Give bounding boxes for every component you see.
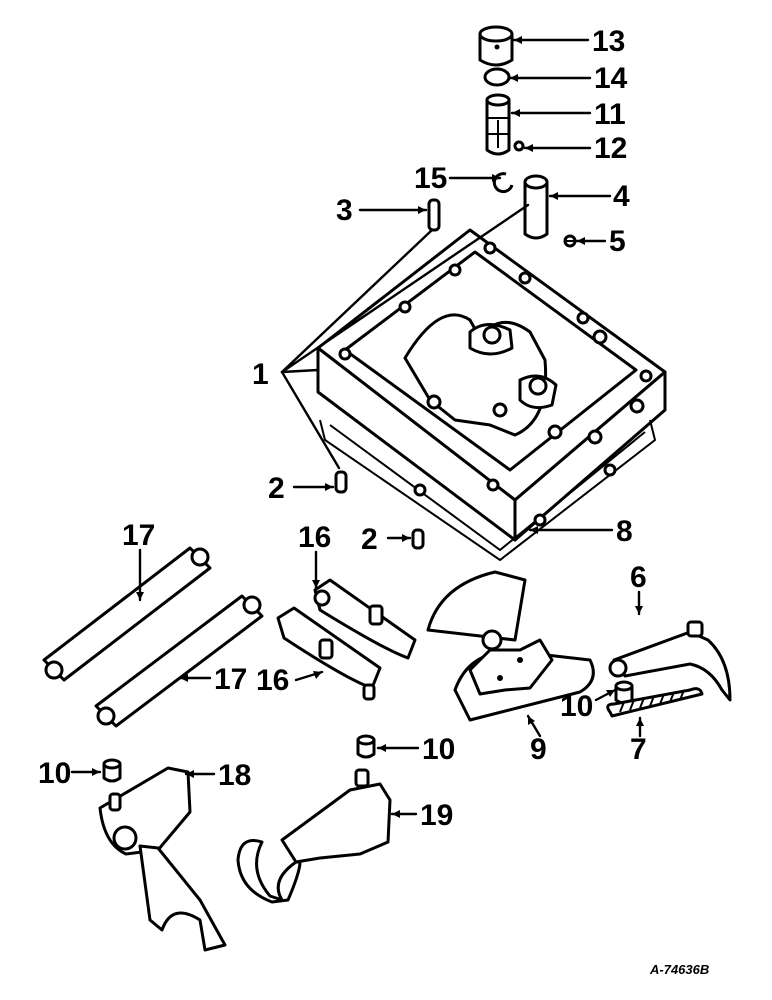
part-2-pin-a xyxy=(334,470,348,494)
part-9-cam-plate xyxy=(426,570,595,722)
callout-8: 8 xyxy=(616,515,633,548)
part-15-snap-ring xyxy=(492,172,514,194)
part-17-link-upper xyxy=(42,546,212,682)
part-3-dowel-pin xyxy=(427,198,441,232)
callout-4: 4 xyxy=(613,180,630,213)
callout-13: 13 xyxy=(592,25,625,58)
callout-2b: 2 xyxy=(361,523,378,556)
callout-7: 7 xyxy=(630,733,647,766)
part-10-bushing-right xyxy=(614,680,634,705)
callout-2a: 2 xyxy=(268,472,285,505)
callout-16-lower: 16 xyxy=(256,664,289,697)
part-16-lever-lower xyxy=(276,606,382,701)
part-2-pin-b xyxy=(411,528,425,550)
part-4-shaft xyxy=(523,174,549,240)
part-13-cap xyxy=(478,25,514,67)
callout-3: 3 xyxy=(336,194,353,227)
callout-9: 9 xyxy=(530,733,547,766)
callout-17-lower: 17 xyxy=(214,663,247,696)
callout-11: 11 xyxy=(594,98,626,131)
figure-code: A-74636B xyxy=(649,962,709,977)
part-14-washer xyxy=(483,67,511,87)
part-16-lever-upper xyxy=(313,578,417,660)
part-11-spool xyxy=(485,93,511,156)
callout-17-top: 17 xyxy=(122,519,155,552)
callout-19: 19 xyxy=(420,799,453,832)
part-18-shift-fork xyxy=(98,766,227,952)
part-6-bell-crank xyxy=(608,620,732,702)
part-7-spring xyxy=(606,687,704,718)
callout-12: 12 xyxy=(594,132,627,165)
callout-18: 18 xyxy=(218,759,251,792)
part-17-link-lower xyxy=(94,594,264,728)
callout-15: 15 xyxy=(414,162,447,195)
callout-16-top: 16 xyxy=(298,521,331,554)
part-19-shift-fork xyxy=(236,768,392,904)
callout-10-right: 10 xyxy=(560,690,593,723)
part-5-screw xyxy=(563,234,577,248)
callout-1: 1 xyxy=(252,358,269,391)
callout-14: 14 xyxy=(594,62,628,95)
leader-lines xyxy=(70,36,644,818)
part-10-bushing-center xyxy=(356,734,376,759)
part-12-ball xyxy=(513,140,525,152)
callout-5: 5 xyxy=(609,225,626,258)
callout-labels: 13 14 11 12 15 3 4 5 1 2 2 8 17 16 6 16 … xyxy=(38,25,709,977)
callout-6: 6 xyxy=(630,561,647,594)
part-1-housing xyxy=(316,228,667,562)
callout-10-center: 10 xyxy=(422,733,455,766)
part-10-bushing-left xyxy=(102,758,122,783)
callout-10-left: 10 xyxy=(38,757,71,790)
